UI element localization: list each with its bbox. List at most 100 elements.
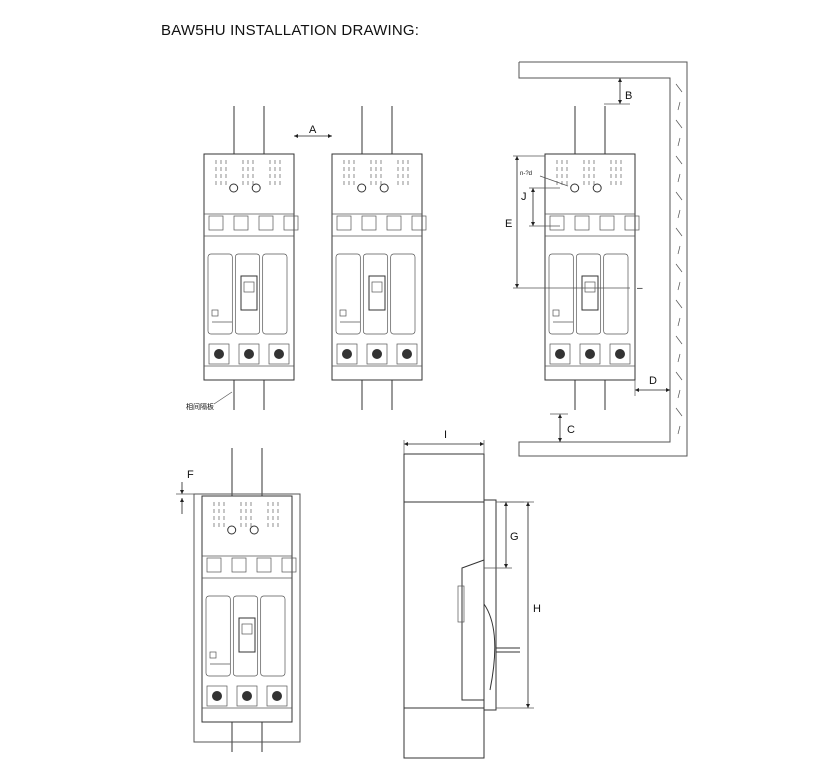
pole-panel [362,253,389,335]
dim-label-b: B [625,90,632,102]
breaker-front-view-enclosed [193,448,301,752]
handle-window [584,281,596,293]
arrow-head [558,438,562,442]
terminal-slot [283,215,299,231]
side-main-block [403,501,485,709]
wall-hatch [675,155,683,165]
side-front-plate [483,499,497,711]
hole-leader [539,175,569,187]
wall-hatch [677,281,681,291]
terminal-slot [281,557,297,573]
arrow-head [618,78,622,82]
terminal-screw [585,349,595,359]
label-square [211,309,219,317]
pole-panel [390,253,416,335]
mounting-hole [592,183,602,193]
dim-label-a: A [309,124,317,136]
arrow-head [666,388,670,392]
arrow-head [515,284,519,288]
terminal-slot [574,215,590,231]
terminal-slot [336,215,352,231]
wall-hatch [677,317,681,327]
side-bottom-block [403,707,485,759]
wall-hatch [675,335,683,345]
terminal-slot [256,557,272,573]
dim-label-f: F [187,469,194,481]
wall-hatch [675,83,683,93]
wall-hatch [677,137,681,147]
breaker-front-view-2 [331,106,427,410]
hole-note: n-?d [520,171,532,177]
handle-window [241,623,253,635]
pole-panel [335,253,361,335]
load-terminal [238,343,260,365]
pole-panel [205,595,231,677]
wall-hatch [677,389,681,399]
load-terminal [268,343,290,365]
terminal-screw [272,691,282,701]
pole-panel [548,253,574,335]
terminal-slot [361,215,377,231]
breaker-body [203,153,295,381]
side-profile [461,559,485,701]
dim-label-g: G [510,531,519,543]
terminal-screw [274,349,284,359]
pole-panel [207,253,233,335]
wall-frame [518,61,688,457]
label-square [209,651,217,659]
drawing-title: BAW5HU INSTALLATION DRAWING: [161,22,420,39]
wall-hatch [677,173,681,183]
handle-window [371,281,383,293]
arrow-head [480,442,484,446]
handle-window [243,281,255,293]
load-terminal [208,343,230,365]
arrow-head [618,100,622,104]
arrow-head [504,502,508,506]
arrow-head [515,156,519,160]
load-terminal [366,343,388,365]
breaker-handle [368,275,386,311]
terminal-screw [212,691,222,701]
arrow-head [558,414,562,418]
breaker-body [331,153,423,381]
side-handle-arc [483,603,496,691]
dim-label-j: J [521,191,527,203]
arrow-head [328,134,332,138]
pole-panel [232,595,259,677]
load-terminal [336,343,358,365]
pole-panel [234,253,261,335]
terminal-slot [549,215,565,231]
wall-hatch [675,191,683,201]
pole-panel [260,595,286,677]
terminal-screw [372,349,382,359]
terminal-slot [386,215,402,231]
side-bracket [457,585,465,623]
dim-label-d: D [649,375,657,387]
pole-panel [262,253,288,335]
wall-hatch [677,101,681,111]
load-terminal [609,343,631,365]
breaker-body [201,495,293,723]
dim-label-h: H [533,603,541,615]
mounting-hole [227,525,237,535]
terminal-screw [242,691,252,701]
breaker-handle [238,617,256,653]
wall-hatch [675,227,683,237]
dim-label-c: C [567,424,575,436]
arrow-head [294,134,298,138]
arrow-head [180,498,184,502]
arrow-head [180,490,184,494]
mounting-hole [251,183,261,193]
terminal-slot [233,215,249,231]
dim-label-e: E [505,218,512,230]
arrow-head [504,564,508,568]
dimension-labels: A B C D E J F G H I n-?d 相间隔板 – [186,90,657,615]
partition-note: 相间隔板 [186,402,214,411]
terminal-screw [555,349,565,359]
label-square [339,309,347,317]
wall-hatch [677,353,681,363]
terminal-slot [599,215,615,231]
load-terminal [206,685,228,707]
wall-hatch [675,263,683,273]
